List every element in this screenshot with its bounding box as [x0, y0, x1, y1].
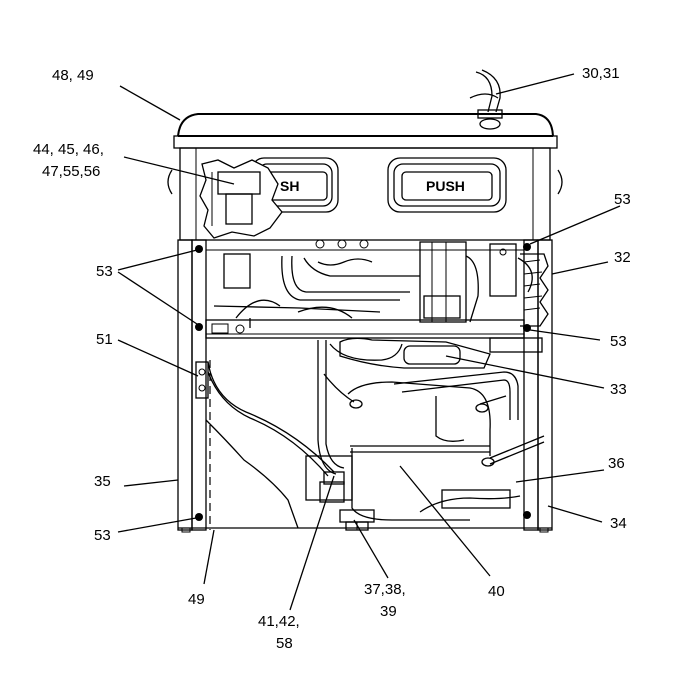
callout-53-bottom-left: 53: [94, 527, 111, 544]
callout-36: 36: [608, 455, 625, 472]
push-button-right-label: PUSH: [426, 178, 465, 194]
callout-53-right: 53: [610, 333, 627, 350]
cooling-tubes: [207, 340, 545, 477]
callout-40: 40: [488, 583, 505, 600]
push-button-left-label: SH: [280, 178, 299, 194]
mounting-screws: [195, 243, 531, 521]
cabinet-frame: [177, 239, 553, 533]
callout-41-line1: 41,42,: [258, 613, 300, 630]
bubbler-nozzle: [469, 69, 503, 130]
callout-34: 34: [610, 515, 627, 532]
cooler-tank: [339, 337, 491, 369]
mounting-bracket: [205, 319, 543, 353]
callout-30-31: 30,31: [582, 65, 620, 82]
callout-37-line1: 37,38,: [364, 581, 406, 598]
drain-fitting: [339, 509, 375, 531]
callout-41-line2: 58: [276, 635, 293, 652]
callout-48-49: 48, 49: [52, 67, 94, 84]
push-button-right: PUSH: [387, 157, 507, 213]
callout-33: 33: [610, 381, 627, 398]
callout-53-left: 53: [96, 263, 113, 280]
callout-53-top-right: 53: [614, 191, 631, 208]
callout-44-line2: 47,55,56: [42, 163, 100, 180]
callout-32: 32: [614, 249, 631, 266]
callout-51: 51: [96, 331, 113, 348]
side-bracket: [195, 361, 209, 399]
callout-leaders: [117, 73, 621, 611]
callout-35: 35: [94, 473, 111, 490]
condenser-fins: [517, 253, 549, 327]
callout-49: 49: [188, 591, 205, 608]
callout-labels: 48, 49 30,31 44, 45, 46, 47,55,56 53 32 …: [33, 65, 631, 652]
callout-44-line1: 44, 45, 46,: [33, 141, 104, 158]
valve-cutaway: [199, 159, 283, 239]
callout-37-line2: 39: [380, 603, 397, 620]
reservoir: [347, 381, 511, 521]
internal-plumbing: [213, 239, 517, 328]
